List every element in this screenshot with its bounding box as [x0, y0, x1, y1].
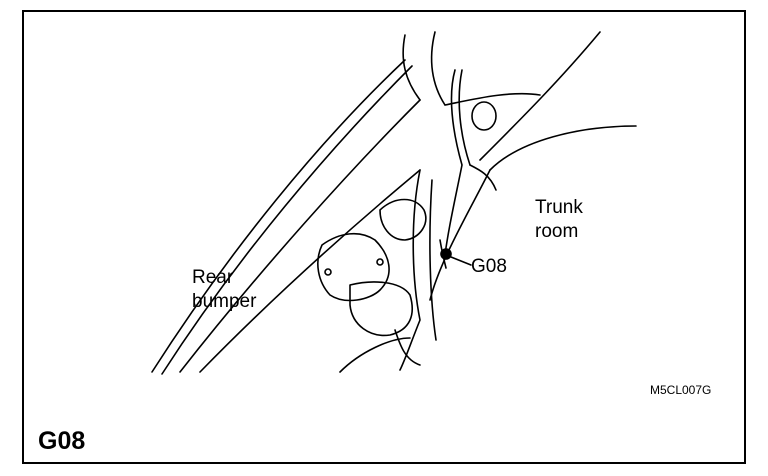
- lower-cable: [394, 329, 421, 366]
- rear-body-panel-line: [151, 59, 406, 373]
- trunk-room-label: Trunk room: [535, 196, 583, 244]
- wiring-harness: [443, 69, 463, 263]
- harness-branch: [469, 164, 497, 191]
- rear-bumper-label-line-2: bumper: [192, 291, 257, 312]
- trunk-panel-line: [479, 31, 601, 161]
- rear-body-panel-line: [179, 99, 421, 373]
- figure-title: G08: [38, 427, 86, 455]
- trunk-panel-line: [489, 125, 637, 171]
- inner-panel-line: [429, 179, 437, 341]
- lower-panel-line: [339, 337, 411, 373]
- rear-body-panel-line: [161, 65, 413, 375]
- figure-code: M5CL007G: [650, 383, 712, 397]
- ground-point-label: G08: [471, 256, 507, 277]
- lamp-housing: [317, 232, 390, 302]
- trunk-room-label-line-2: room: [535, 221, 579, 242]
- trunk-room-label-line-1: Trunk: [535, 197, 583, 218]
- lamp-bulb: [379, 198, 427, 241]
- wiring-harness: [458, 69, 471, 166]
- leader-line: [450, 256, 472, 266]
- figure-frame: [22, 10, 746, 464]
- connector-bolt: [376, 258, 384, 266]
- ground-point-g08: [440, 248, 452, 260]
- connector-body: [349, 281, 414, 337]
- trunk-panel-line: [429, 169, 491, 301]
- pillar-line: [430, 31, 446, 106]
- connector-bolt: [324, 268, 332, 276]
- pillar-line: [402, 34, 421, 101]
- rear-bumper-label: Rear bumper: [192, 266, 256, 314]
- rear-bumper-label-line-1: Rear: [192, 267, 234, 288]
- harness-grommet: [471, 101, 497, 131]
- pillar-line: [444, 92, 541, 106]
